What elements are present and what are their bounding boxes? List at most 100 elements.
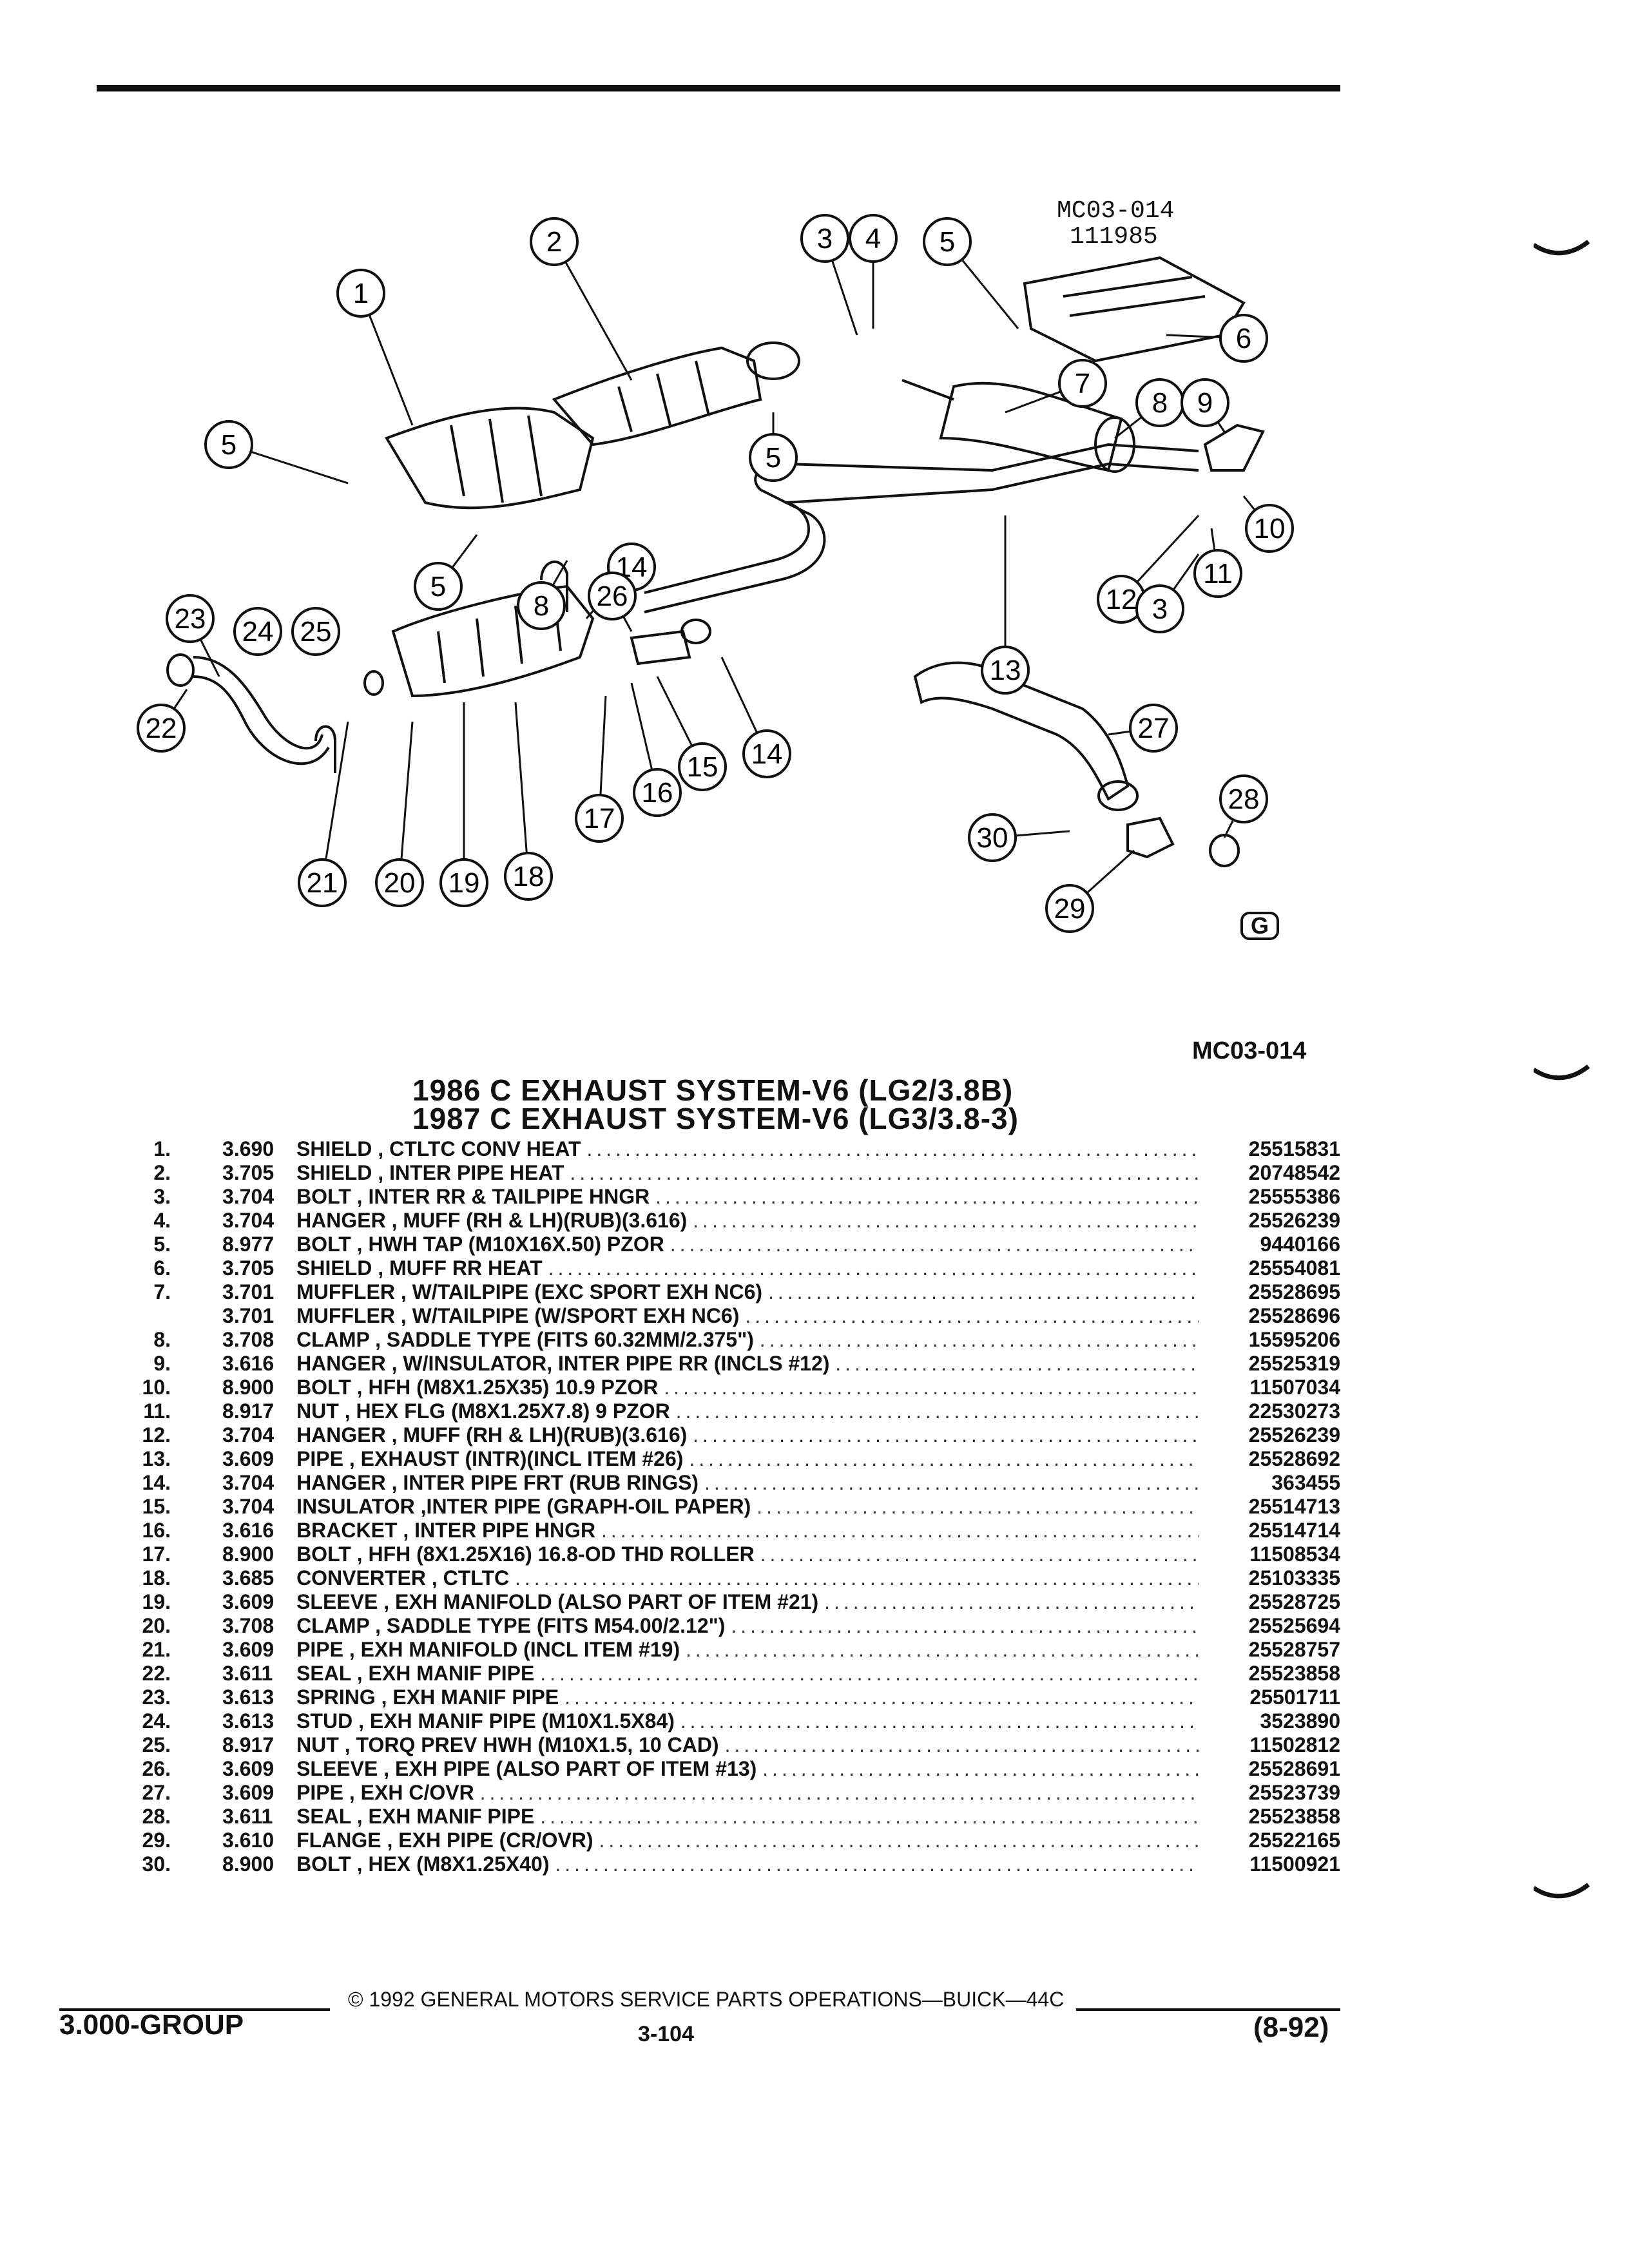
catalytic-converter bbox=[391, 584, 595, 698]
rear-hanger bbox=[1203, 423, 1265, 472]
item-detail: , INTER PIPE FRT (RUB RINGS) bbox=[391, 1471, 699, 1494]
callout-label: 20 bbox=[384, 867, 416, 899]
leader-lines bbox=[160, 238, 1271, 910]
callout-circle bbox=[981, 646, 1030, 695]
part-number: 25528757 bbox=[1248, 1638, 1341, 1661]
item-number: 22. bbox=[142, 1662, 171, 1685]
group-number: 3.704 bbox=[222, 1185, 275, 1208]
footer-group: 3.000-GROUP bbox=[59, 2009, 244, 2041]
item-detail: , EXH MANIF PIPE bbox=[356, 1805, 535, 1828]
callout-label: 26 bbox=[597, 581, 628, 612]
item-detail: , INTER RR & TAILPIPE HNGR bbox=[356, 1185, 650, 1208]
item-number: 13. bbox=[142, 1447, 171, 1470]
part-number: 25555386 bbox=[1248, 1185, 1341, 1208]
item-detail: , EXH C/OVR bbox=[349, 1781, 474, 1804]
group-number: 8.900 bbox=[222, 1542, 275, 1566]
callout-25: 25 bbox=[291, 607, 340, 656]
callout-26: 26 bbox=[588, 572, 637, 620]
callout-18: 18 bbox=[504, 852, 553, 901]
item-name: PIPE bbox=[296, 1781, 343, 1804]
part-number: 25528695 bbox=[1248, 1280, 1341, 1303]
part-number: 9440166 bbox=[1260, 1233, 1341, 1256]
group-number: 3.701 bbox=[222, 1304, 275, 1327]
intermediate-pipe-inner bbox=[644, 462, 1199, 613]
item-detail: , HWH TAP (M10X16X.50) PZOR bbox=[356, 1233, 664, 1256]
callout-label: 5 bbox=[430, 571, 446, 602]
item-detail: , CTLTC CONV HEAT bbox=[378, 1137, 581, 1160]
dot-leader: ........................................… bbox=[824, 1590, 1199, 1613]
title-line-1: 1986 C EXHAUST SYSTEM-V6 (LG2/3.8B) bbox=[412, 1073, 1014, 1107]
item-number: 3. bbox=[153, 1185, 171, 1208]
item-detail: , EXH MANIFOLD (INCL ITEM #19) bbox=[349, 1638, 680, 1661]
callout-label: 29 bbox=[1054, 893, 1086, 925]
callout-label: 14 bbox=[751, 738, 783, 770]
part-number: 25514713 bbox=[1248, 1495, 1341, 1518]
converter-shield-ribs bbox=[450, 415, 543, 503]
callout-label: 5 bbox=[221, 429, 236, 461]
leader-2 bbox=[553, 241, 633, 381]
leader-20 bbox=[398, 721, 414, 883]
gm-mark: G bbox=[1240, 912, 1280, 940]
item-name: CLAMP bbox=[296, 1614, 370, 1637]
callout-circle bbox=[1219, 314, 1268, 363]
callout-circle bbox=[291, 607, 340, 656]
item-detail: , EXH MANIFOLD (ALSO PART OF ITEM #21) bbox=[383, 1590, 819, 1613]
group-number: 3.609 bbox=[222, 1447, 275, 1470]
dot-leader: ........................................… bbox=[664, 1376, 1199, 1399]
part-number: 25103335 bbox=[1248, 1566, 1341, 1590]
group-number: 3.704 bbox=[222, 1423, 275, 1446]
crossover-flange bbox=[1126, 816, 1175, 859]
item-description: BRACKET , INTER PIPE HNGR ..............… bbox=[296, 1519, 1198, 1542]
callout-28: 28 bbox=[1219, 774, 1268, 823]
dot-leader: ........................................… bbox=[540, 1805, 1198, 1828]
item-number: 26. bbox=[142, 1757, 171, 1780]
callout-4: 4 bbox=[849, 214, 898, 263]
callout-circle bbox=[588, 572, 637, 620]
item-detail: , W/TAILPIPE (W/SPORT EXH NC6) bbox=[400, 1304, 740, 1327]
callout-label: 18 bbox=[513, 861, 545, 892]
callout-22: 22 bbox=[137, 704, 186, 753]
item-number: 1. bbox=[153, 1137, 171, 1160]
item-description: HANGER , MUFF (RH & LH)(RUB)(3.616) ....… bbox=[296, 1209, 1198, 1233]
part-number: 25526239 bbox=[1248, 1423, 1341, 1446]
group-number: 8.977 bbox=[222, 1233, 275, 1256]
item-number: 5. bbox=[153, 1233, 171, 1256]
callout-label: 10 bbox=[1254, 513, 1286, 544]
dot-leader: ........................................… bbox=[762, 1757, 1198, 1780]
item-detail: , INTER PIPE HEAT bbox=[378, 1161, 564, 1184]
callout-label: 12 bbox=[1106, 584, 1137, 615]
item-name: SHIELD bbox=[296, 1137, 372, 1160]
item-name: SHIELD bbox=[296, 1161, 372, 1184]
callout-5: 5 bbox=[923, 217, 972, 266]
crossover-pipe bbox=[913, 661, 1130, 801]
converter-ribs bbox=[437, 595, 562, 684]
part-number: 25514714 bbox=[1248, 1519, 1341, 1542]
clamp-8 bbox=[540, 560, 568, 612]
dot-leader: ........................................… bbox=[767, 1280, 1199, 1303]
part-number: 25528691 bbox=[1248, 1757, 1341, 1780]
item-description: SLEEVE , EXH PIPE (ALSO PART OF ITEM #13… bbox=[296, 1757, 1198, 1781]
group-number: 3.685 bbox=[222, 1566, 275, 1590]
callout-17: 17 bbox=[575, 794, 624, 843]
group-number: 3.704 bbox=[222, 1471, 275, 1494]
dot-leader: ........................................… bbox=[570, 1161, 1198, 1184]
item-detail: , HEX FLG (M8X1.25X7.8) 9 PZOR bbox=[344, 1399, 670, 1423]
callout-circle bbox=[742, 729, 791, 778]
item-description: BOLT , HWH TAP (M10X16X.50) PZOR .......… bbox=[296, 1233, 1198, 1256]
dot-leader: ........................................… bbox=[670, 1233, 1199, 1256]
item-name: HANGER bbox=[296, 1209, 386, 1232]
part-number: 25554081 bbox=[1248, 1256, 1341, 1280]
callout-circle bbox=[923, 217, 972, 266]
group-number: 8.900 bbox=[222, 1376, 275, 1399]
